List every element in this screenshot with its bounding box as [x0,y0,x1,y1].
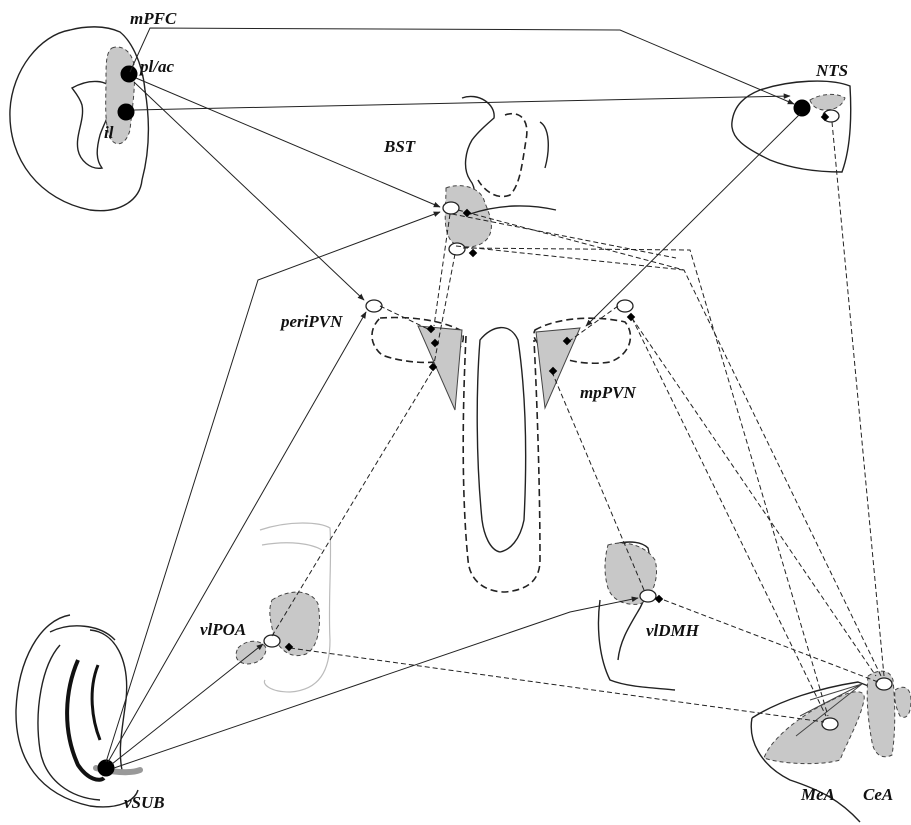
pvn-section [366,300,633,592]
peripvn-neuron-right [617,300,633,312]
projection-vsub-to-vldmh [114,598,638,768]
inhibitory-projections [272,122,884,722]
bst-neuron-lower [449,243,465,255]
label-mpfc: mPFC [130,9,177,28]
plac-neuron [121,66,137,82]
label-plac: pl/ac [138,57,174,76]
projection-vsub-to-peripvn [108,312,366,762]
label-bst: BST [383,137,416,156]
il-neuron [118,104,134,120]
vldmh-neuron [640,590,656,602]
mea-neuron [822,718,838,730]
vsub-neuron [98,760,114,776]
label-peripvn: periPVN [279,312,343,331]
label-vldmh: vlDMH [646,621,700,640]
nts-neuron [794,100,810,116]
vlpoa-section [236,523,331,692]
projection-plac-to-peripvn [134,82,364,300]
label-cea: CeA [863,785,893,804]
vldmh-section [598,542,675,690]
label-mppvn: mpPVN [580,383,636,402]
projection-vsub-to-bst [106,212,440,762]
label-il: il [104,123,114,142]
label-mea: MeA [800,785,835,804]
projection-nts-to-mppvn [586,114,800,326]
peripvn-neuron-left [366,300,382,312]
synaptic-terminals [285,113,829,651]
label-nts: NTS [815,61,848,80]
vsub-section [16,615,140,807]
label-vlpoa: vlPOA [200,620,246,639]
cea-neuron [876,678,892,690]
mpfc-section [10,27,149,211]
bst-neuron-upper [443,202,459,214]
projection-plac-to-nts [130,28,794,104]
pvn-right-shade [536,328,580,408]
label-vsub: vSUB [124,793,165,812]
vlpoa-neuron [264,635,280,647]
projection-vsub-to-vlpoa [112,644,263,764]
region-labels: mPFC pl/ac il BST NTS periPVN mpPVN vlPO… [104,9,893,812]
pvn-left-shade [418,326,462,410]
projection-il-to-nts [134,96,790,110]
